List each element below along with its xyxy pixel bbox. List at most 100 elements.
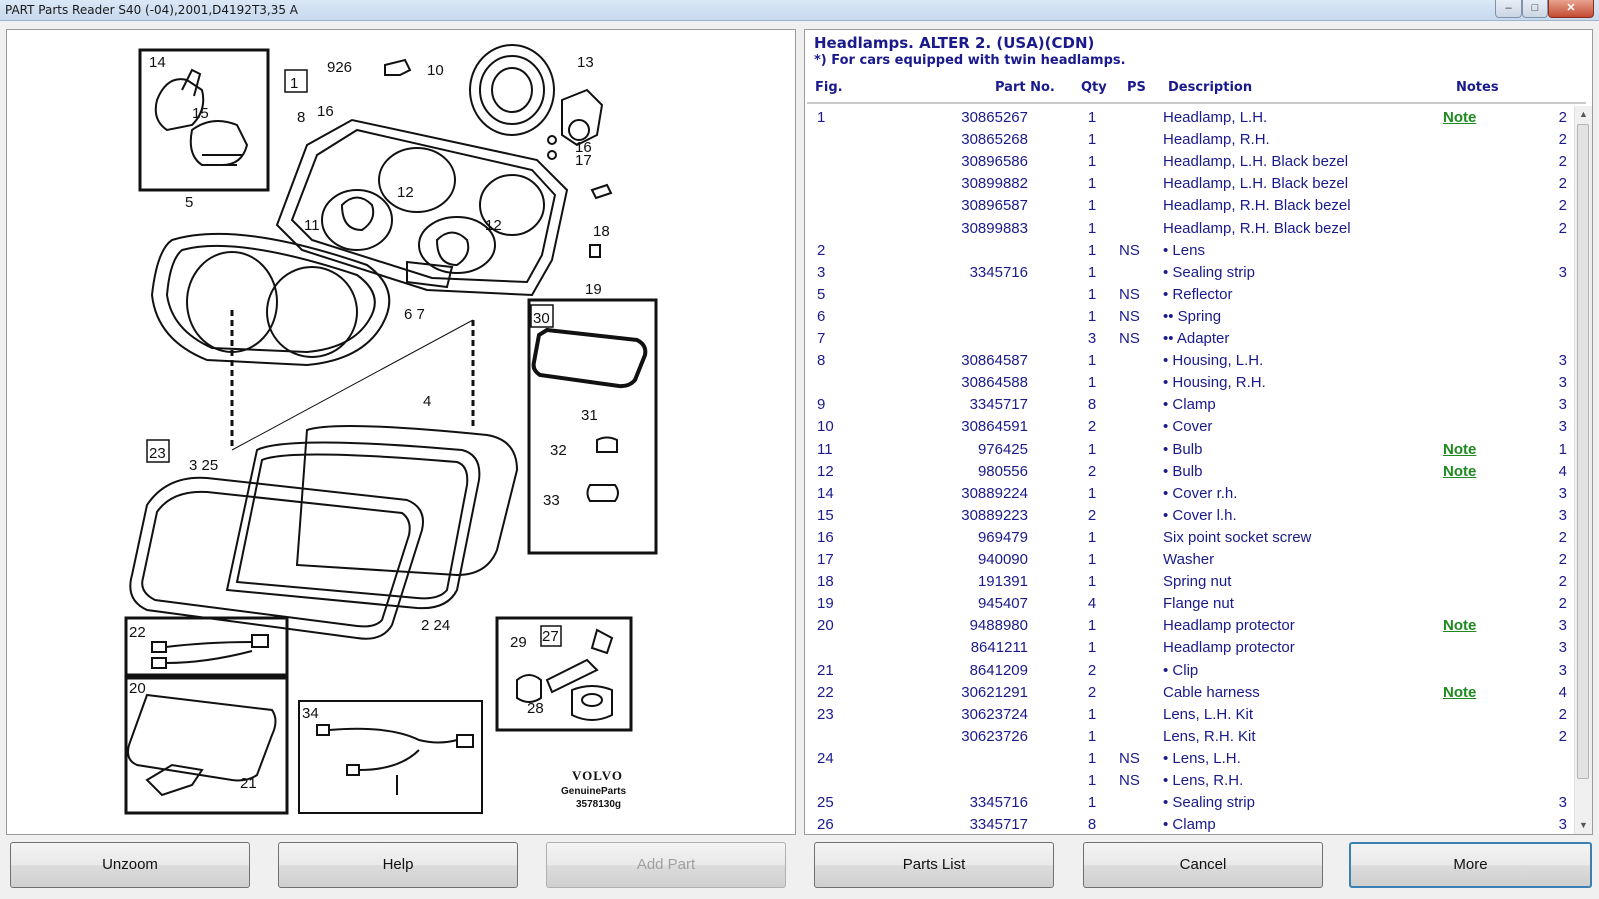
cell-part-no: 3345717 (969, 396, 1028, 414)
cell-ref-number: 3 (1558, 484, 1567, 502)
cell-fig: 14 (817, 484, 834, 502)
note-link[interactable]: Note (1443, 109, 1477, 126)
cell-qty: 3 (1087, 330, 1097, 347)
cell-part-no: 191391 (977, 573, 1028, 591)
cell-qty: 1 (1087, 219, 1097, 237)
callout-28: 28 (527, 700, 544, 717)
unzoom-button[interactable]: Unzoom (10, 842, 250, 888)
cell-part-no: 30864588 (961, 374, 1028, 392)
col-header-ps: PS (1127, 80, 1146, 95)
callout-8: 8 (297, 109, 305, 126)
cell-qty: 1 (1087, 241, 1097, 259)
cell-qty: 1 (1087, 109, 1097, 126)
cell-part-no: 8641211 (970, 639, 1028, 657)
cell-ref-number: 2 (1558, 727, 1567, 745)
cell-fig: 17 (817, 551, 834, 568)
help-button[interactable]: Help (278, 842, 518, 888)
cell-description: Headlamp, L.H. Black bezel (1163, 175, 1349, 193)
cell-qty: 1 (1087, 772, 1097, 789)
diagram-drawing: 14 15 1 926 10 13 8 16 16 17 12 12 11 18… (124, 44, 658, 815)
cell-part-no: 945407 (977, 595, 1028, 613)
add-part-button[interactable]: Add Part (546, 842, 786, 888)
scroll-thumb[interactable] (1577, 124, 1589, 779)
cell-part-no: 30621291 (961, 683, 1028, 701)
vertical-scrollbar[interactable]: ▲ ▼ (1574, 106, 1592, 834)
exploded-parts-diagram[interactable]: 14 15 1 926 10 13 8 16 16 17 12 12 11 18… (6, 29, 796, 835)
cell-ps: NS (1119, 330, 1140, 347)
cell-fig: 12 (817, 462, 834, 480)
cell-qty: 1 (1087, 794, 1097, 812)
note-link[interactable]: Note (1443, 617, 1477, 635)
close-window-button[interactable]: ✕ (1548, 0, 1594, 18)
cell-description: Washer (1163, 551, 1215, 568)
cell-part-no: 969479 (977, 528, 1028, 546)
callout-15: 15 (192, 105, 209, 122)
cell-ref-number: 3 (1558, 794, 1567, 812)
callout-18: 18 (593, 223, 610, 240)
parts-list-button[interactable]: Parts List (814, 842, 1054, 888)
col-header-description: Description (1168, 80, 1253, 95)
cell-qty: 1 (1087, 617, 1097, 635)
cell-qty: 1 (1087, 263, 1097, 281)
maximize-button[interactable]: □ (1522, 0, 1548, 18)
cancel-button[interactable]: Cancel (1083, 842, 1323, 888)
cell-fig: 26 (817, 816, 834, 834)
note-link[interactable]: Note (1443, 440, 1477, 458)
cell-qty: 1 (1087, 153, 1097, 171)
minimize-button[interactable]: – (1495, 0, 1522, 18)
parts-panel: Headlamps. ALTER 2. (USA)(CDN) *) For ca… (804, 29, 1593, 835)
cell-ps: NS (1119, 772, 1140, 789)
volvo-logo-text: VOLVO (572, 768, 623, 783)
note-link[interactable]: Note (1443, 462, 1477, 480)
cell-ref-number: 3 (1558, 263, 1567, 281)
note-link[interactable]: Note (1443, 683, 1477, 701)
minimize-icon: – (1505, 2, 1512, 14)
col-header-qty: Qty (1081, 80, 1107, 95)
scroll-down-icon[interactable]: ▼ (1579, 820, 1588, 830)
cell-description: Six point socket screw (1163, 528, 1312, 546)
callout-19: 19 (585, 281, 602, 298)
cell-fig: 18 (817, 573, 834, 591)
more-button[interactable]: More (1349, 842, 1592, 888)
cell-qty: 1 (1087, 175, 1097, 193)
callout-4: 4 (423, 393, 431, 410)
scroll-up-icon[interactable]: ▲ (1579, 109, 1588, 119)
cell-part-no: 30899883 (961, 219, 1028, 237)
cell-ref-number: 3 (1558, 396, 1567, 414)
illustration-code: 3578130g (576, 799, 621, 810)
